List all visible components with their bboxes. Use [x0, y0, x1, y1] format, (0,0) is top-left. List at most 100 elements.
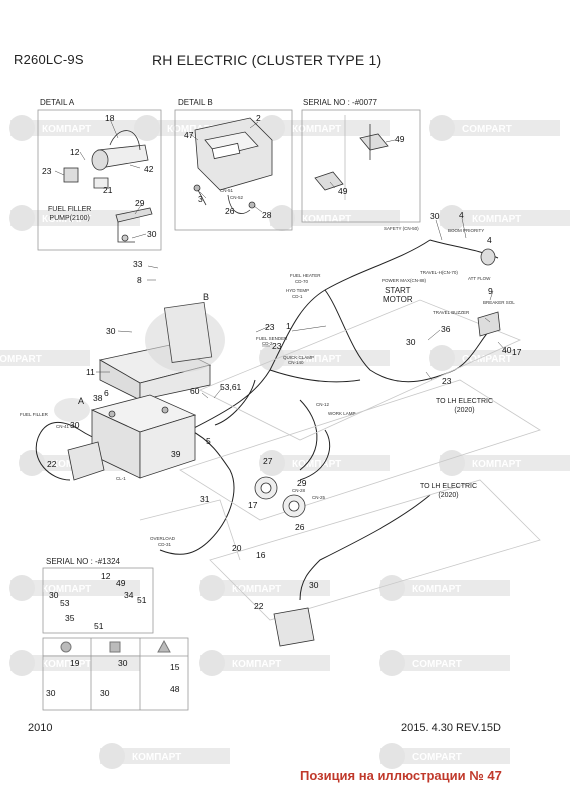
part-number-serial-1324: 51	[94, 621, 104, 631]
part-number-serial-1324: 12	[101, 571, 111, 581]
watermark-text: COMPART	[462, 354, 512, 365]
watermark-tile: КОМПАРТ	[9, 205, 140, 231]
watermark-text: КОМПАРТ	[292, 354, 341, 365]
watermark-tile: COMPART	[0, 350, 90, 366]
part-number-serial-1324: 53	[60, 598, 70, 608]
watermark-tile: КОМПАРТ	[439, 450, 570, 476]
controller-in-place	[163, 302, 213, 363]
watermark-tile: COMPART	[429, 345, 560, 371]
part-number-detail-a: 21	[103, 185, 113, 195]
serial-0077-box	[301, 109, 421, 223]
connector-tag: CL-1	[116, 476, 126, 481]
watermark-text: COMPART	[412, 659, 462, 670]
connector-tag: OVERLOAD	[150, 536, 176, 541]
watermark-text: КОМПАРТ	[412, 584, 461, 595]
watermark-text: КОМПАРТ	[302, 214, 351, 225]
connector-tag: TRAVEL BUZZER	[433, 310, 470, 315]
serial-1324-label: SERIAL NO : -#1324	[46, 557, 120, 566]
part-number-main: 22	[254, 601, 264, 611]
part-number-main: 23	[442, 376, 452, 386]
connector-tag: FUEL HEATER	[290, 273, 321, 278]
part-number-serial-0077: 49	[338, 186, 348, 196]
detail-b-marker: B	[203, 292, 210, 302]
watermark-tile: COMPART	[379, 743, 510, 769]
connector-tag: FUEL FILLER	[20, 412, 48, 417]
part-number-main: 20	[232, 543, 242, 553]
legend-circle-symbol	[60, 641, 72, 653]
serial-1324-box	[42, 567, 154, 634]
part-number-main: 9	[488, 286, 493, 296]
watermark-text: КОМПАРТ	[42, 584, 91, 595]
connector-tag: CD-70	[295, 279, 309, 284]
to-lh-electric-label-2: TO LH ELECTRIC (2020)	[420, 483, 478, 499]
part-number-detail-a: 42	[144, 164, 154, 174]
part-number-main: 39	[171, 449, 181, 459]
part-number-detail-b: 28	[262, 210, 272, 220]
part-number-main: 30	[309, 580, 319, 590]
to-lh-electric-label-1: TO LH ELECTRIC (2020)	[436, 398, 494, 414]
part-number-detail-a: 30	[147, 229, 157, 239]
watermark-tile: COMPART	[379, 650, 510, 676]
part-number-main: 8	[137, 275, 142, 285]
part-number-main: 17	[248, 500, 258, 510]
detail-a-box	[37, 109, 162, 251]
watermark-text: COMPART	[462, 124, 512, 135]
part-number-main: 40	[502, 345, 512, 355]
watermark-tile: КОМПАРТ	[9, 650, 140, 676]
connector-tag: CN-41	[56, 424, 70, 429]
connector-tag: CN-28	[292, 488, 306, 493]
connector-tag: HYD TEMP	[286, 288, 310, 293]
horns	[254, 476, 306, 518]
callout-leaders	[54, 118, 507, 399]
model-code: R260LC-9S	[14, 52, 84, 67]
part-number-main: 23	[272, 341, 282, 351]
watermark-text: КОМПАРТ	[472, 459, 521, 470]
detail-a-highlight	[54, 398, 90, 422]
watermark-text: КОМПАРТ	[232, 584, 281, 595]
part-number-detail-a: 12	[70, 147, 80, 157]
part-number-main: 60	[190, 386, 200, 396]
watermark-tile: КОМПАРТ	[269, 205, 400, 231]
part-number-detail-b: 26	[225, 206, 235, 216]
watermark-text: КОМПАРТ	[232, 659, 281, 670]
watermark-text: COMPART	[412, 752, 462, 763]
start-motor	[477, 248, 501, 337]
part-number-serial-1324: 49	[116, 578, 126, 588]
part-number-main: 30	[106, 326, 116, 336]
part-number-main: 1	[286, 321, 291, 331]
part-number-legend: 30	[100, 688, 110, 698]
watermark-tile: COMPART	[429, 115, 560, 141]
connector-tag: ATT FLOW	[468, 276, 491, 281]
part-number-main: 6	[104, 388, 109, 398]
part-number-main: 53,61	[220, 382, 242, 392]
work-lamps	[67, 441, 315, 647]
watermark-tile: КОМПАРТ	[199, 650, 330, 676]
connector-tag: CN-140	[288, 360, 304, 365]
connector-tag: CD-31	[158, 542, 172, 547]
part-number-main: 23	[265, 322, 275, 332]
part-number-detail-b: 3	[198, 194, 203, 204]
part-number-main: 33	[133, 259, 143, 269]
connector-tag: FUEL SENDER	[256, 336, 288, 341]
watermark-tile: КОМПАРТ	[9, 115, 140, 141]
connector-tag: CN-25	[312, 495, 326, 500]
part-number-legend: 30	[118, 658, 128, 668]
legend-triangle-symbol	[157, 639, 171, 653]
watermark-tile: КОМПАРТ	[439, 205, 570, 231]
battery-box	[90, 344, 212, 479]
part-number-detail-b: 47	[184, 130, 194, 140]
connector-tag: BOOM PRIORITY	[448, 228, 485, 233]
part-number-main: 17	[512, 347, 522, 357]
part-number-main: 11	[86, 367, 95, 377]
part-number-main: 4	[487, 235, 492, 245]
connector-tag: POWER MAX(CN-88)	[382, 278, 427, 283]
part-number-main: 30	[70, 420, 80, 430]
part-number-main: 16	[256, 550, 266, 560]
watermark-text: КОМПАРТ	[167, 124, 216, 135]
part-number-detail-a: 23	[42, 166, 52, 176]
part-number-serial-1324: 35	[65, 613, 75, 623]
watermark-tile: КОМПАРТ	[9, 575, 140, 601]
watermark-tile: КОМПАРТ	[259, 450, 390, 476]
watermark-tile: КОМПАРТ	[199, 575, 330, 601]
part-number-main: 5	[206, 436, 211, 446]
